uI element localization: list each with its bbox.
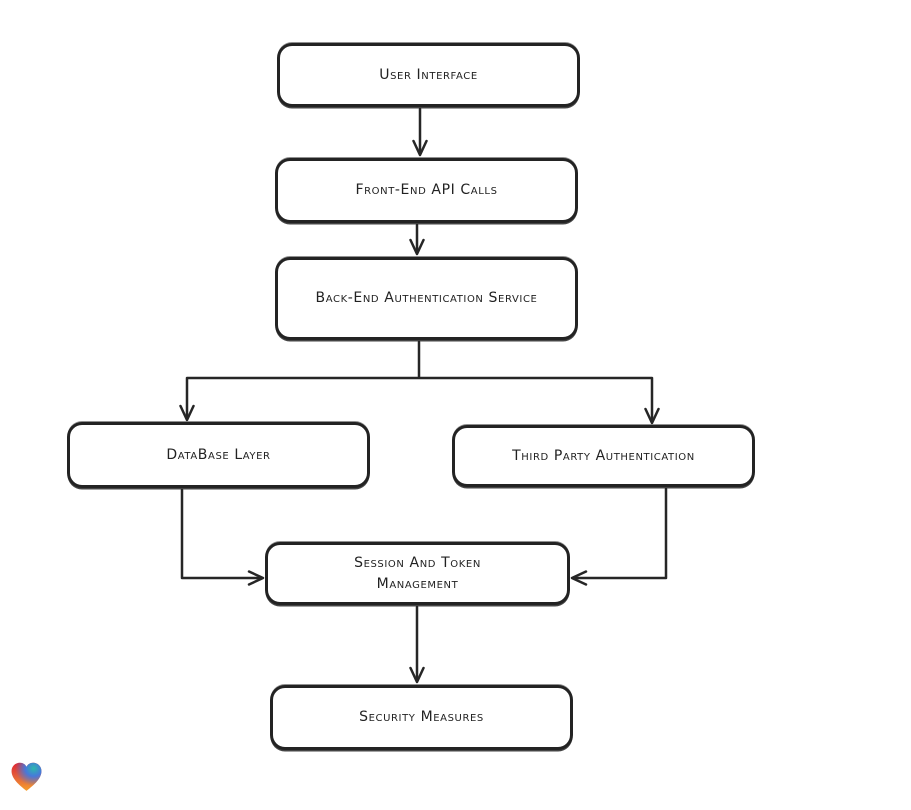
node-security-measures: Security Measures: [270, 685, 573, 750]
node-session-and-token-management-label: Session And Token Management: [354, 554, 481, 592]
node-back-end-authentication-service-label: Back-End Authentication Service: [315, 290, 538, 306]
edge-db-to-session: [180, 488, 261, 580]
arrowhead-branch-db: [179, 404, 195, 422]
node-security-measures-label: Security Measures: [359, 709, 484, 725]
node-user-interface-label: User Interface: [379, 66, 478, 83]
node-third-party-authentication-label: Third Party Authentication: [512, 447, 695, 464]
node-database-layer-label: DataBase Layer: [166, 446, 271, 463]
node-front-end-api-calls-label: Front-End API Calls: [355, 182, 498, 198]
heart-shape-overlay: [11, 762, 42, 791]
arrowhead-ui-to-api: [412, 139, 428, 157]
arrowhead-db-to-session: [247, 570, 265, 586]
edge-3p-to-session: [574, 487, 668, 580]
node-session-and-token-management: Session And Token Management: [265, 542, 570, 605]
node-database-layer: DataBase Layer: [67, 422, 370, 488]
node-front-end-api-calls: Front-End API Calls: [275, 158, 578, 223]
arrowhead-branch-3p: [644, 407, 660, 425]
node-back-end-authentication-service: Back-End Authentication Service: [275, 257, 578, 340]
node-third-party-authentication: Third Party Authentication: [452, 425, 755, 487]
arrowhead-3p-to-session: [570, 570, 588, 586]
edge-auth-branch: [185, 340, 654, 421]
arrowhead-session-to-security: [409, 666, 425, 684]
arrowhead-api-to-auth: [409, 238, 425, 256]
node-user-interface: User Interface: [277, 43, 580, 107]
gradient-heart-logo-icon: [11, 762, 42, 791]
